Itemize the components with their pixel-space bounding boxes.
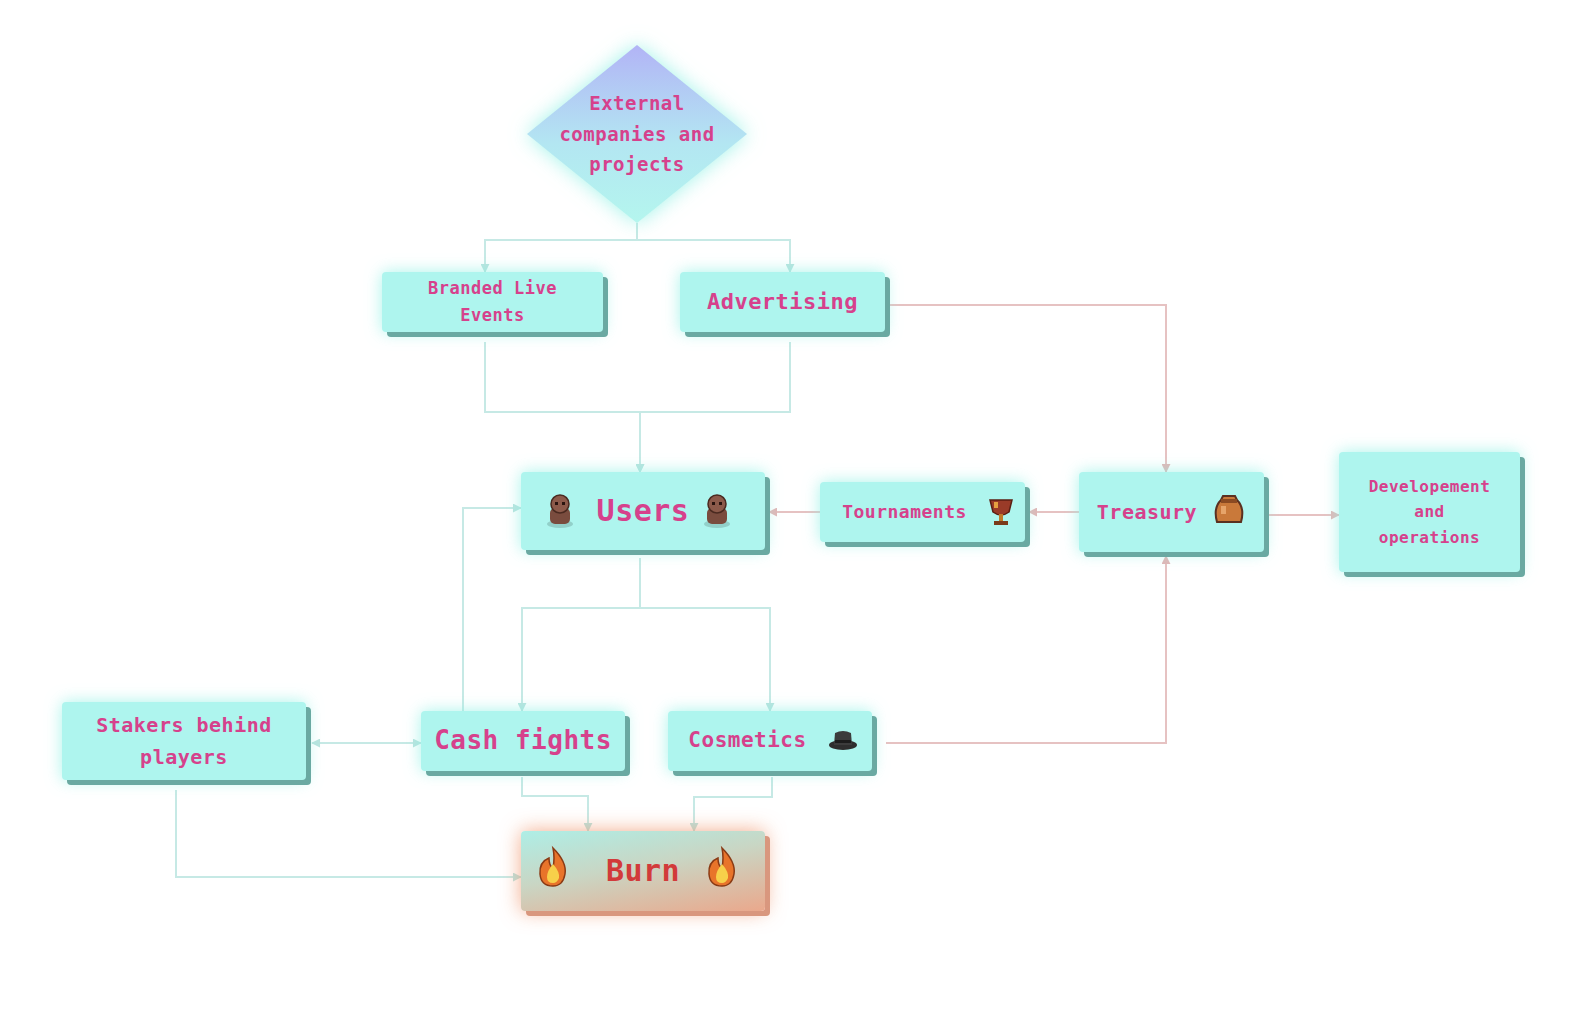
flow-connector	[886, 556, 1166, 743]
flow-connector	[463, 508, 521, 711]
node-label: Advertising	[707, 284, 858, 319]
node-content: Branded Live Events	[382, 272, 603, 332]
flow-connector	[769, 511, 820, 513]
flow-connector	[1268, 514, 1339, 516]
process-box: Cosmetics	[668, 711, 872, 771]
process-box: Tournaments	[820, 482, 1025, 542]
process-box: Stakers behind players	[62, 702, 306, 780]
node-label: Users	[597, 487, 690, 535]
flow-connector	[485, 223, 637, 272]
node-content: Advertising	[680, 272, 885, 332]
node-label: Stakers behind players	[74, 709, 294, 773]
flow-connector	[1029, 511, 1079, 513]
flow-connector	[312, 742, 421, 744]
flow-connector	[637, 223, 790, 272]
node-content: Developement and operations	[1339, 452, 1520, 572]
process-box: Treasury	[1079, 472, 1264, 552]
node-content: Cosmetics	[668, 711, 872, 771]
node-content: External companies and projects	[527, 45, 747, 223]
node-label: Cosmetics	[688, 724, 806, 758]
process-box: Users	[521, 472, 765, 550]
process-box: Cash fights	[421, 711, 625, 771]
node-label: Cash fights	[434, 720, 612, 762]
node-content: Cash fights	[421, 711, 625, 771]
node-content: Users	[521, 472, 765, 550]
node-label: Branded Live Events	[412, 275, 573, 329]
flow-connector	[640, 558, 770, 711]
diamond-shape	[527, 45, 747, 223]
node-content: Treasury	[1079, 472, 1264, 552]
flow-connector	[485, 342, 640, 472]
decision-diamond: External companies and projects	[527, 45, 747, 223]
node-content: Tournaments	[820, 482, 1025, 542]
node-content: Burn	[521, 831, 765, 911]
node-label: Developement and operations	[1359, 474, 1500, 551]
node-label: Burn	[606, 847, 680, 895]
flow-connector	[522, 558, 640, 711]
flow-connector	[176, 790, 521, 877]
flow-connector	[640, 342, 790, 472]
process-box: Advertising	[680, 272, 885, 332]
burn-box: Burn	[521, 831, 765, 911]
node-label: Tournaments	[842, 498, 967, 527]
flow-connector	[694, 777, 772, 831]
process-box: Developement and operations	[1339, 452, 1520, 572]
process-box: Branded Live Events	[382, 272, 603, 332]
node-label: External companies and projects	[557, 88, 717, 179]
node-label: Treasury	[1097, 496, 1197, 528]
flow-connector	[889, 305, 1166, 472]
node-content: Stakers behind players	[62, 702, 306, 780]
flow-connector	[522, 777, 588, 831]
